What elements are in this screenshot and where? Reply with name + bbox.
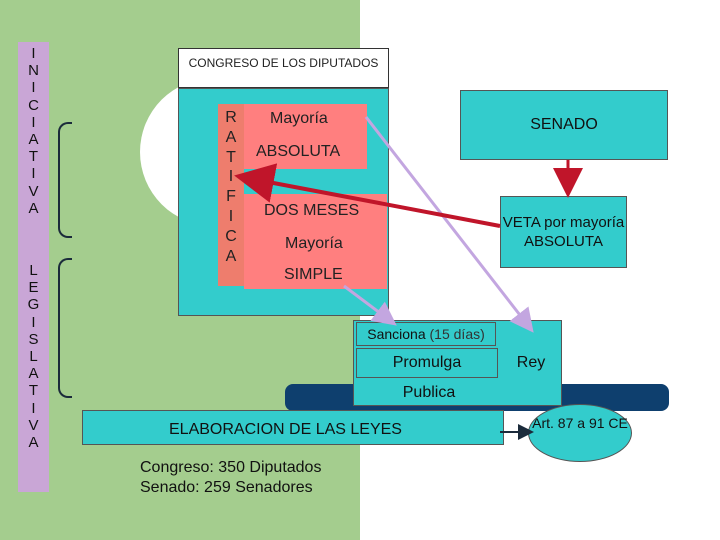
arrow-simple-to-sanciona: [343, 284, 397, 326]
ratifica-letter: A: [225, 247, 237, 265]
ratifica-letter: F: [226, 188, 236, 206]
iniciativa-letter: N: [28, 62, 39, 80]
legislativa-letter: I: [31, 313, 36, 331]
legislativa-letter: L: [29, 262, 38, 279]
sanciona-label: Sanciona: [367, 326, 426, 342]
sanciona-box: Sanciona (15 días): [356, 322, 496, 346]
iniciativa-letter: I: [31, 165, 36, 183]
ratifica-letter: I: [228, 207, 234, 225]
composition-text: Congreso: 350 Diputados Senado: 259 Sena…: [140, 458, 370, 498]
mayoria-absoluta-box: Mayoría ABSOLUTA: [244, 104, 367, 169]
congreso-title: CONGRESO DE LOS DIPUTADOS: [178, 48, 389, 88]
promulga-box: Promulga: [356, 348, 498, 378]
simple-label: SIMPLE: [284, 266, 343, 283]
senado-label: SENADO: [530, 116, 598, 133]
iniciativa-letter: A: [28, 199, 39, 217]
ratifica-letter: C: [225, 227, 237, 245]
rey-label: Rey: [516, 354, 546, 371]
legislativa-letter: I: [31, 399, 36, 417]
vertical-word-strip: [18, 42, 49, 492]
iniciativa-letter: T: [28, 148, 39, 166]
mayoria-label: Mayoría: [270, 110, 328, 127]
legislativa-letter: L: [29, 348, 38, 366]
elaboracion-box: ELABORACION DE LAS LEYES: [82, 410, 504, 445]
ratifica-letter: I: [228, 168, 234, 186]
iniciativa-letter: C: [28, 96, 39, 114]
senado-composition: Senado: 259 Senadores: [140, 479, 313, 496]
legislativa-letter: G: [27, 296, 40, 314]
ratifica-letter: R: [225, 109, 237, 126]
articulos-ellipse: Art. 87 a 91 CE: [528, 404, 632, 462]
mayoria-simple-label: Mayoría: [285, 235, 343, 252]
legislativa-letter: A: [28, 434, 39, 452]
iniciativa-letter: V: [28, 182, 39, 200]
legislativa-letter: A: [28, 365, 39, 383]
iniciativa-letter: A: [28, 131, 39, 149]
legislativa-letter: V: [28, 416, 39, 434]
dos-meses-label: DOS MESES: [264, 202, 360, 219]
arrow-absoluta-to-sanciona: [364, 116, 534, 333]
ratifica-letter: T: [226, 148, 236, 166]
absoluta-label: ABSOLUTA: [256, 143, 341, 160]
congreso-composition: Congreso: 350 Diputados: [140, 459, 322, 476]
iniciativa-letter: I: [31, 79, 36, 97]
legislativa-letter: T: [28, 382, 39, 400]
legislativa-letter: E: [28, 279, 39, 297]
iniciativa-letter: I: [31, 113, 36, 131]
legislativa-letter: S: [28, 330, 39, 348]
veta-label: VETA por mayoría ABSOLUTA: [502, 214, 625, 250]
ratifica-letter: A: [225, 128, 237, 146]
senado-box: SENADO: [460, 90, 668, 160]
left-bracket-bottom: [58, 258, 72, 398]
sanciona-detail: (15 días): [429, 326, 485, 342]
veta-box: VETA por mayoría ABSOLUTA: [500, 196, 627, 268]
mayoria-simple-box: DOS MESES Mayoría SIMPLE: [244, 194, 387, 289]
iniciativa-letter: I: [31, 45, 36, 62]
publica-label: Publica: [402, 384, 456, 401]
arrow-veta-to-congreso: [234, 163, 501, 228]
left-bracket-top: [58, 122, 72, 238]
